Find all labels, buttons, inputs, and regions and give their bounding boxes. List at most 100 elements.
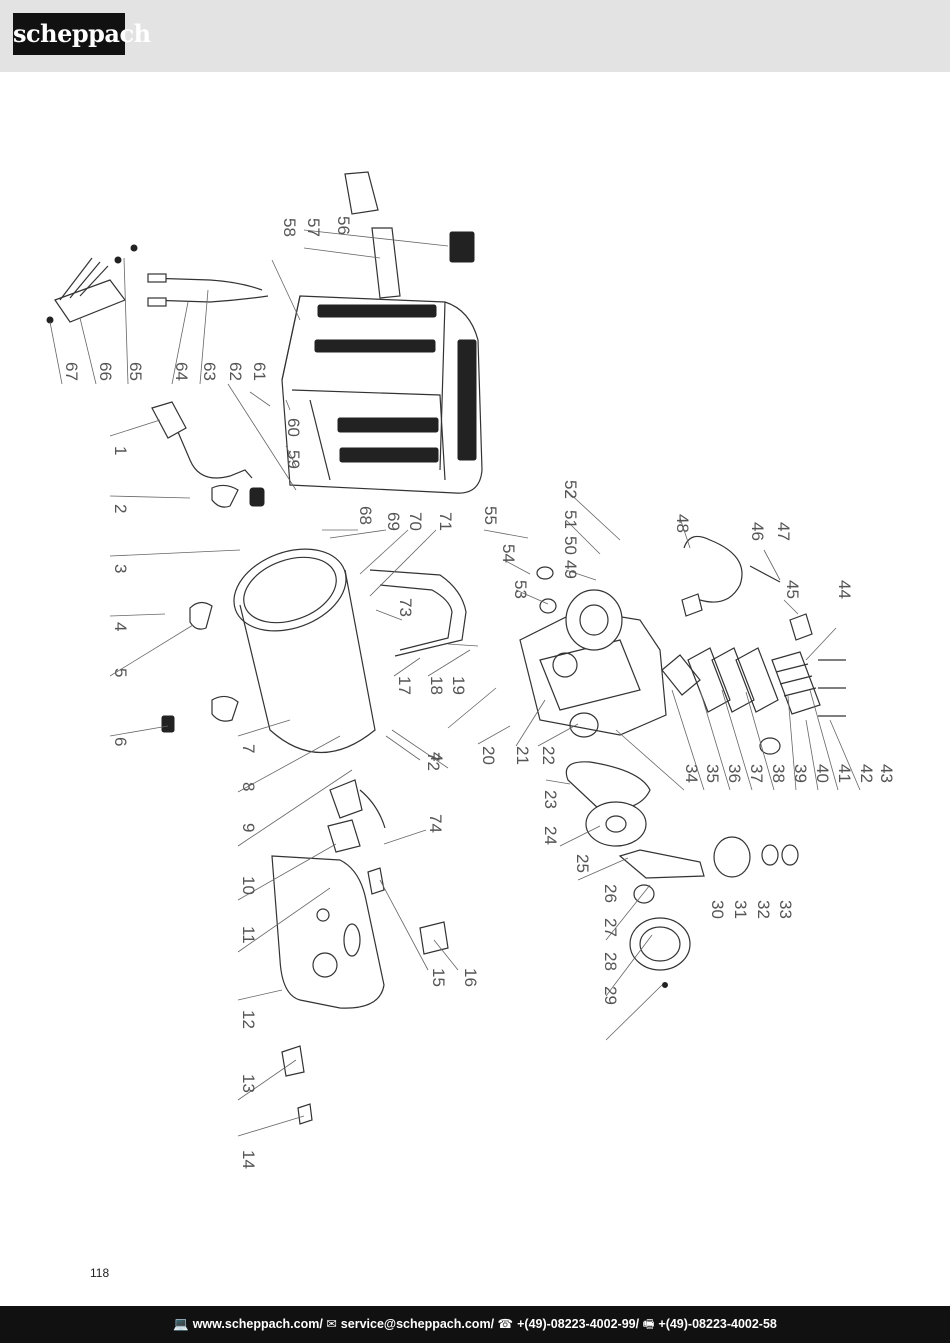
part-label: 58 xyxy=(280,218,299,237)
part-label: 16 xyxy=(461,968,480,987)
part-label: 28 xyxy=(601,952,620,971)
leader-lines xyxy=(49,229,861,1137)
part-label: 63 xyxy=(200,362,219,381)
part-label: 27 xyxy=(601,918,620,937)
connecting-rod xyxy=(618,836,799,904)
phone-icon: ☎ xyxy=(497,1317,514,1331)
part-label: 9 xyxy=(239,823,258,832)
part-label: 56 xyxy=(334,216,353,235)
part-label: 17 xyxy=(395,676,414,695)
part-label: 72 xyxy=(424,752,443,771)
head-bolts xyxy=(789,613,846,717)
part-number-labels: 1 2 3 4 5 6 7 8 9 10 11 12 13 14 15 16 1… xyxy=(62,216,896,1169)
part-label: 67 xyxy=(62,362,81,381)
crankcase xyxy=(519,609,667,736)
part-label: 48 xyxy=(673,514,692,533)
part-label: 36 xyxy=(725,764,744,783)
fittings xyxy=(281,867,449,1125)
air-tank xyxy=(233,548,376,754)
page-footer: 💻www.scheppach.com / ✉service@scheppach.… xyxy=(0,1306,950,1343)
cylinder-stack xyxy=(661,647,821,755)
footer-website[interactable]: www.scheppach.com xyxy=(192,1317,320,1331)
base-plate xyxy=(271,855,385,1009)
part-label: 65 xyxy=(126,362,145,381)
part-label: 40 xyxy=(813,764,832,783)
part-label: 61 xyxy=(250,362,269,381)
part-label: 38 xyxy=(769,764,788,783)
part-label: 54 xyxy=(499,544,518,563)
part-label: 4 xyxy=(111,622,130,631)
footer-email[interactable]: service@scheppach.com xyxy=(340,1317,491,1331)
part-label: 18 xyxy=(427,676,446,695)
part-label: 19 xyxy=(449,676,468,695)
part-label: 44 xyxy=(835,580,854,599)
part-label: 35 xyxy=(703,764,722,783)
part-label: 32 xyxy=(754,900,773,919)
part-label: 55 xyxy=(481,506,500,525)
drive-belt xyxy=(565,712,651,847)
part-label: 3 xyxy=(111,564,130,573)
part-label: 24 xyxy=(541,826,560,845)
page-header: scheppach xyxy=(0,0,950,72)
handle-grip xyxy=(344,171,475,299)
part-label: 34 xyxy=(682,764,701,783)
part-label: 15 xyxy=(429,968,448,987)
valve-cluster xyxy=(161,484,386,853)
fax-icon: 🖷 xyxy=(642,1317,655,1331)
power-cable xyxy=(151,401,253,479)
part-label: 46 xyxy=(748,522,767,541)
part-label: 6 xyxy=(111,737,130,746)
part-label: 57 xyxy=(304,218,323,237)
part-label: 39 xyxy=(791,764,810,783)
part-label: 52 xyxy=(561,480,580,499)
part-label: 22 xyxy=(539,746,558,765)
part-label: 5 xyxy=(111,668,130,677)
part-label: 45 xyxy=(783,580,802,599)
motor-pulley xyxy=(629,917,691,988)
part-label: 69 xyxy=(384,512,403,531)
part-label: 43 xyxy=(877,764,896,783)
part-label: 71 xyxy=(436,512,455,531)
part-label: 14 xyxy=(239,1150,258,1169)
part-label: 33 xyxy=(776,900,795,919)
part-label: 4 xyxy=(427,752,446,761)
part-label: 29 xyxy=(601,986,620,1005)
part-label: 64 xyxy=(172,362,191,381)
part-label: 42 xyxy=(857,764,876,783)
part-label: 20 xyxy=(479,746,498,765)
part-label: 1 xyxy=(111,446,130,455)
cover-shroud xyxy=(281,295,483,494)
part-label: 59 xyxy=(284,450,303,469)
part-label: 73 xyxy=(396,598,415,617)
part-label: 21 xyxy=(513,746,532,765)
footer-fax: +(49)-08223-4002-58 xyxy=(658,1317,777,1331)
page-number: 118 xyxy=(90,1266,110,1280)
part-label: 30 xyxy=(708,900,727,919)
part-label: 51 xyxy=(561,510,580,529)
computer-icon: 💻 xyxy=(173,1317,189,1331)
part-label: 23 xyxy=(541,790,560,809)
part-label: 68 xyxy=(356,506,375,525)
part-label: 41 xyxy=(835,764,854,783)
part-label: 60 xyxy=(284,418,303,437)
part-label: 26 xyxy=(601,884,620,903)
pressure-hose xyxy=(681,535,781,617)
part-label: 66 xyxy=(96,362,115,381)
part-label: 11 xyxy=(239,926,258,944)
part-label: 53 xyxy=(511,580,530,599)
part-label: 70 xyxy=(406,512,425,531)
part-label: 8 xyxy=(239,782,258,791)
part-label: 7 xyxy=(239,744,258,753)
part-label: 47 xyxy=(774,522,793,541)
wiring-set xyxy=(46,244,269,324)
part-label: 49 xyxy=(561,560,580,579)
transport-handle xyxy=(369,569,467,657)
part-label: 74 xyxy=(426,814,445,833)
part-label: 62 xyxy=(226,362,245,381)
part-label: 13 xyxy=(239,1074,258,1093)
part-label: 10 xyxy=(239,876,258,895)
fan-wheel xyxy=(536,566,623,651)
part-label: 50 xyxy=(561,536,580,555)
part-label: 37 xyxy=(747,764,766,783)
